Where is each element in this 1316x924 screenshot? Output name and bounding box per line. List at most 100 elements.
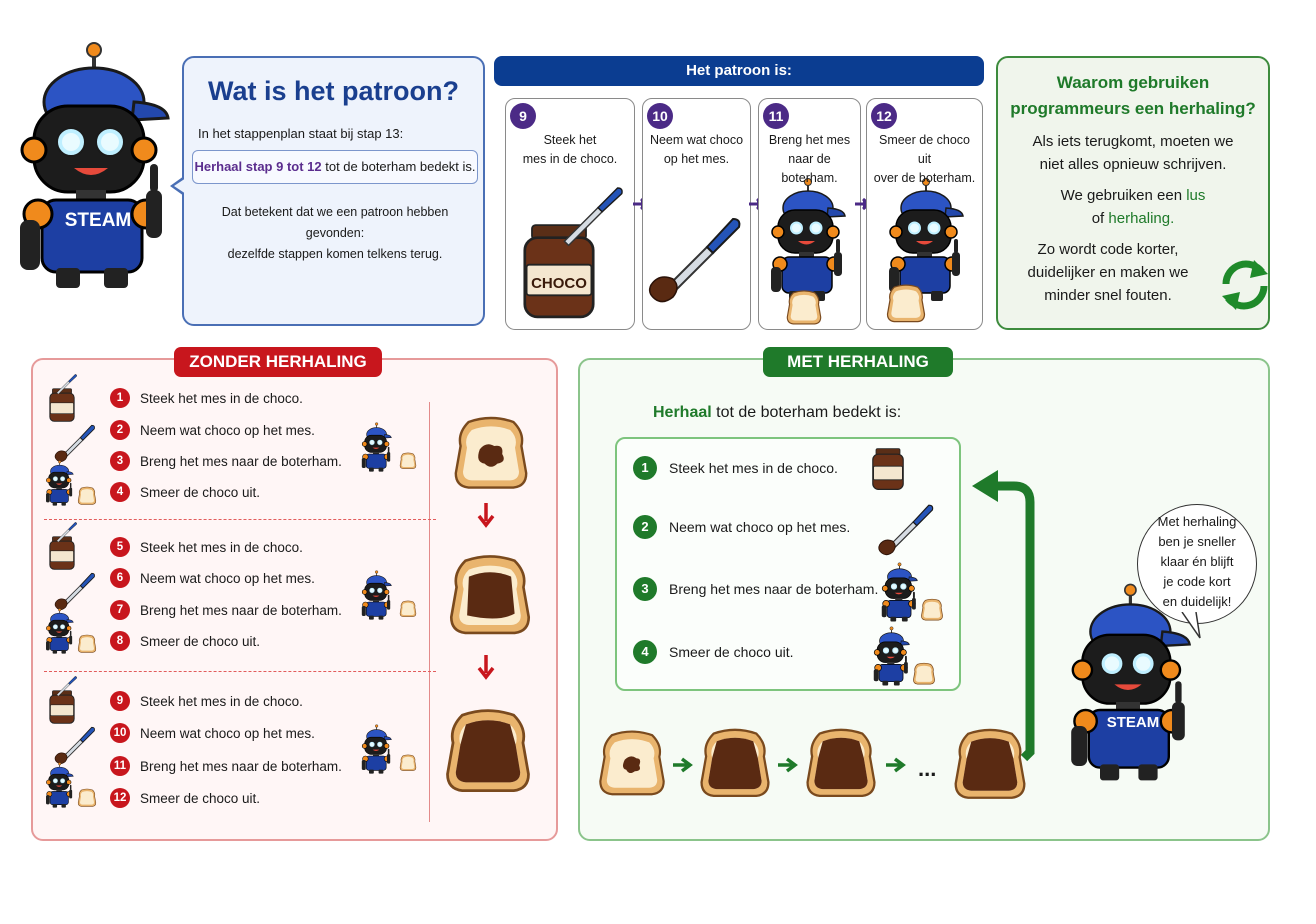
bread-spread-icon (806, 728, 876, 798)
step-number-badge: 8 (110, 631, 130, 651)
dashed-divider (44, 519, 436, 520)
bread-spread-icon (954, 728, 1026, 799)
robot-mascot-top (16, 40, 176, 290)
step-number-badge: 6 (110, 568, 130, 588)
step-badge: 11 (763, 103, 789, 129)
step-number-badge: 4 (110, 482, 130, 502)
choco-jar-icon (872, 447, 904, 491)
knife-choco-icon (54, 572, 96, 611)
dashed-divider (44, 671, 436, 672)
step-number-badge: 1 (110, 388, 130, 408)
step-number-badge: 12 (110, 788, 130, 808)
zonder-step: 2 Neem wat choco op het mes. (110, 420, 315, 440)
zonder-step: 12 Smeer de choco uit. (110, 788, 260, 808)
step-number-badge: 2 (633, 515, 657, 539)
zonder-step: 4 Smeer de choco uit. (110, 482, 260, 502)
step-number-badge: 5 (110, 537, 130, 557)
jar-label: CHOCO (531, 275, 587, 292)
step-badge: 12 (871, 103, 897, 129)
step-number-badge: 3 (633, 577, 657, 601)
arrow-right-icon (778, 757, 798, 773)
speech-line: en duidelijk! (1162, 594, 1232, 609)
arrow-right-icon (886, 757, 906, 773)
speech-line: je code kort (1163, 574, 1231, 589)
ellipsis: ... (918, 756, 937, 781)
arrow-down-icon (477, 655, 495, 680)
step-number-badge: 7 (110, 600, 130, 620)
divider (429, 402, 430, 822)
speech-bubble (1137, 504, 1257, 624)
zonder-title: ZONDER HERHALING (174, 347, 382, 377)
step-number-badge: 11 (110, 756, 130, 776)
choco-jar-icon (49, 374, 77, 422)
robot-spread-icon (45, 608, 97, 654)
choco-jar-icon (49, 676, 77, 724)
step-text: Neem wat choco op het mes. (669, 519, 851, 535)
intro-highlight-text: Herhaal stap 9 tot 12 (194, 159, 322, 174)
met-step: 2 Neem wat choco op het mes. (633, 515, 850, 539)
step-text: Smeer de choco uit. (140, 633, 261, 649)
bread-small-spread-icon (599, 730, 665, 796)
pattern-header: Het patroon is: (494, 56, 984, 86)
intro-line: In het stappenplan staat bij stap 13: (198, 126, 404, 141)
zonder-step: 5 Steek het mes in de choco. (110, 537, 303, 557)
step-badge: 9 (510, 103, 536, 129)
robot-bread-icon (361, 422, 417, 472)
step-text: Steek het mes in de choco. (140, 693, 303, 709)
step-text: Neem wat choco op het mes. (140, 422, 315, 438)
knife-choco-icon (878, 504, 934, 556)
met-title: MET HERHALING (763, 347, 953, 377)
met-subtitle: Herhaal tot de boterham bedekt is: (653, 404, 902, 421)
why-para-3: Zo wordt code korter,duidelijker en make… (1027, 241, 1189, 304)
arrow-right-icon (673, 757, 693, 773)
intro-panel: Wat is het patroon? In het stappenplan s… (170, 56, 485, 326)
robot-spread-icon (45, 762, 97, 808)
bread-small-spread-icon (454, 416, 528, 489)
step-text: Neem wat choco op het mes. (140, 570, 315, 586)
step-text: Steek het mes in de choco. (140, 390, 303, 406)
robot-spread-icon (873, 626, 936, 686)
zonder-step: 1 Steek het mes in de choco. (110, 388, 303, 408)
robot-mascot-bottom (1069, 582, 1192, 782)
step-number-badge: 2 (110, 420, 130, 440)
zonder-step: 8 Smeer de choco uit. (110, 631, 260, 651)
speech-tail-icon (1181, 612, 1201, 639)
knife-choco-icon (54, 424, 96, 463)
step-number-badge: 9 (110, 691, 130, 711)
intro-title: Wat is het patroon? (208, 76, 459, 106)
bread-half-spread-icon (449, 555, 531, 635)
speech-line: Met herhaling (1157, 514, 1237, 529)
step-text: Steek het mes in de choco. (140, 539, 303, 555)
knife-choco-icon (54, 726, 96, 765)
robot-spread-icon (45, 460, 97, 506)
step-text: Smeer de choco uit. (140, 790, 261, 806)
bread-spread-icon (700, 728, 770, 798)
step-text: Steek het mes in de choco. (669, 460, 838, 476)
step-text: Smeer de choco uit. (140, 484, 261, 500)
bread-full-spread-icon (446, 709, 530, 793)
zonder-step: 6 Neem wat choco op het mes. (110, 568, 315, 588)
step-text: Breng het mes naar de boterham. (669, 581, 879, 597)
step-text: Breng het mes naar de boterham. (140, 453, 342, 469)
step-text: Smeer de choco uit. (669, 644, 794, 660)
choco-jar-icon (49, 522, 77, 570)
why-para-2: We gebruiken een lus of herhaling. (1060, 187, 1206, 227)
speech-line: ben je sneller (1158, 534, 1236, 549)
step-number-badge: 1 (633, 456, 657, 480)
robot-badge-top: STEAM (64, 210, 132, 231)
step-number-badge: 10 (110, 723, 130, 743)
step-number-badge: 3 (110, 451, 130, 471)
